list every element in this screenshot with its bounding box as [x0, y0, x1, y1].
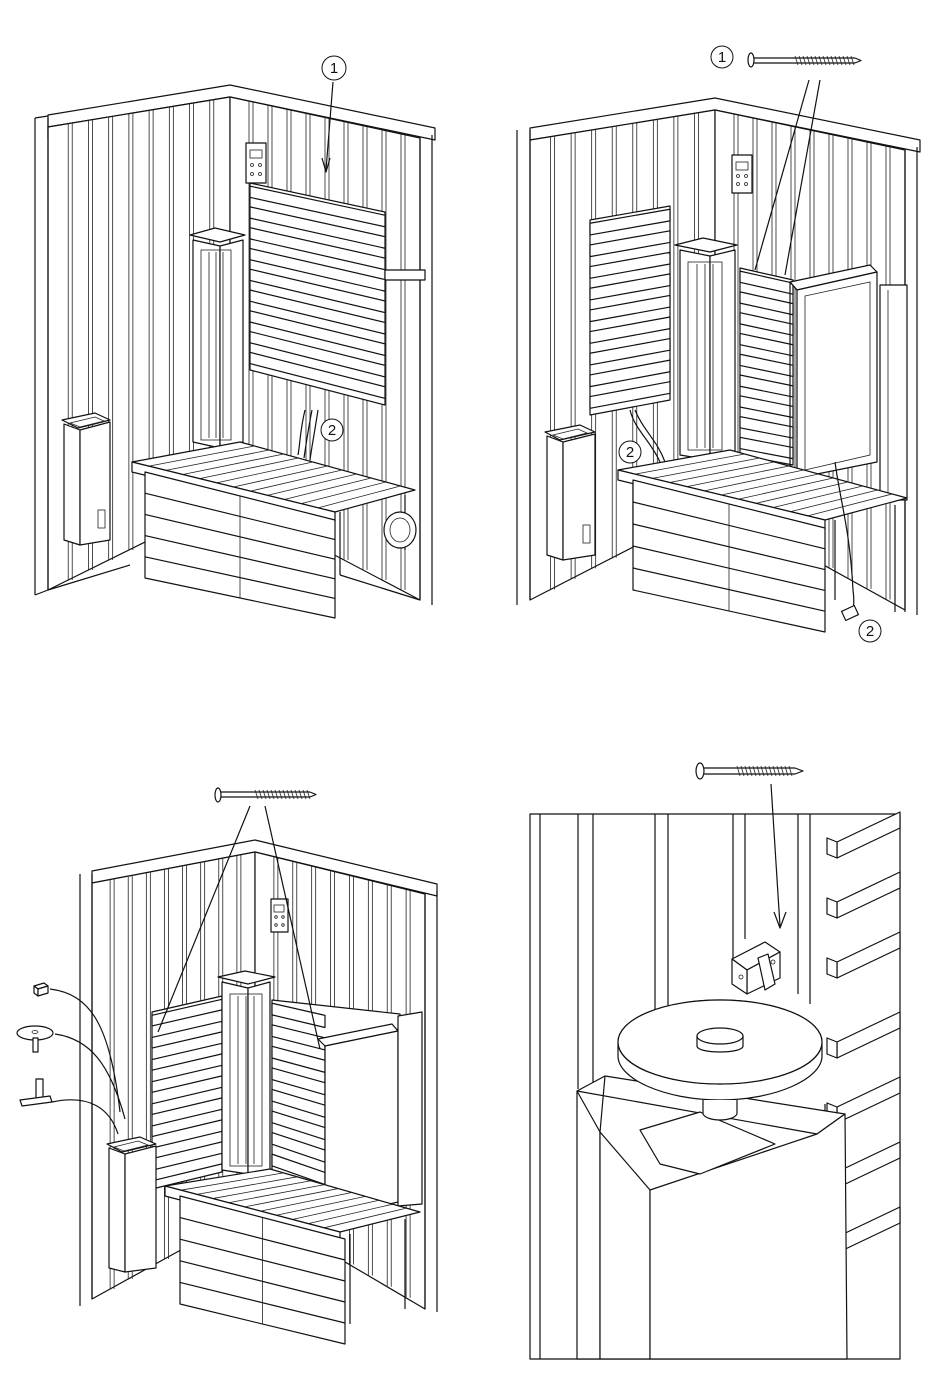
stone-tray-part — [17, 1026, 53, 1052]
infrared-heater — [675, 238, 737, 460]
svg-text:2: 2 — [866, 623, 874, 640]
svg-text:2: 2 — [328, 422, 336, 439]
side-post — [880, 285, 907, 500]
heater-panel — [790, 265, 877, 478]
step-1-illustration: 1 2 — [0, 0, 475, 694]
callout-2-left: 2 — [619, 441, 641, 463]
sauna-corner-drawing-1: 1 2 — [0, 0, 475, 694]
wall-bracket — [732, 942, 780, 994]
step-3-illustration — [0, 694, 475, 1387]
sauna-corner-drawing-2: 1 2 2 — [475, 0, 950, 694]
infrared-heater — [218, 971, 275, 1174]
air-vent — [384, 512, 416, 548]
stove-cover-part — [34, 983, 48, 996]
support-bracket-part — [20, 1079, 52, 1106]
screw-icon — [696, 763, 803, 779]
side-post — [398, 1012, 422, 1206]
control-panel — [732, 155, 752, 193]
screw-icon — [215, 788, 316, 802]
step-4-detail-illustration — [475, 694, 950, 1387]
backrest-panel-left — [590, 206, 670, 415]
svg-text:2: 2 — [626, 444, 634, 461]
stove-detail-drawing — [475, 694, 950, 1387]
sauna-corner-drawing-3 — [0, 694, 475, 1387]
backrest-panel-left — [152, 996, 222, 1189]
backrest-panel-right — [740, 268, 793, 465]
svg-text:1: 1 — [718, 49, 726, 66]
control-panel — [246, 143, 266, 183]
callout-1: 1 — [711, 46, 733, 68]
callout-leader — [771, 784, 780, 926]
sauna-stove — [107, 1137, 156, 1272]
step-2-illustration: 1 2 2 — [475, 0, 950, 694]
callout-2-right: 2 — [859, 620, 881, 642]
svg-text:1: 1 — [330, 60, 338, 77]
sauna-stove — [545, 425, 595, 560]
backrest-panel — [250, 183, 385, 405]
screw-icon — [748, 53, 861, 67]
callout-2: 2 — [321, 419, 343, 441]
infrared-heater — [190, 228, 245, 448]
shelf — [385, 270, 425, 280]
plug-icon — [842, 606, 859, 621]
sauna-stove — [62, 413, 110, 545]
callout-1: 1 — [322, 56, 346, 80]
control-panel — [271, 899, 288, 932]
